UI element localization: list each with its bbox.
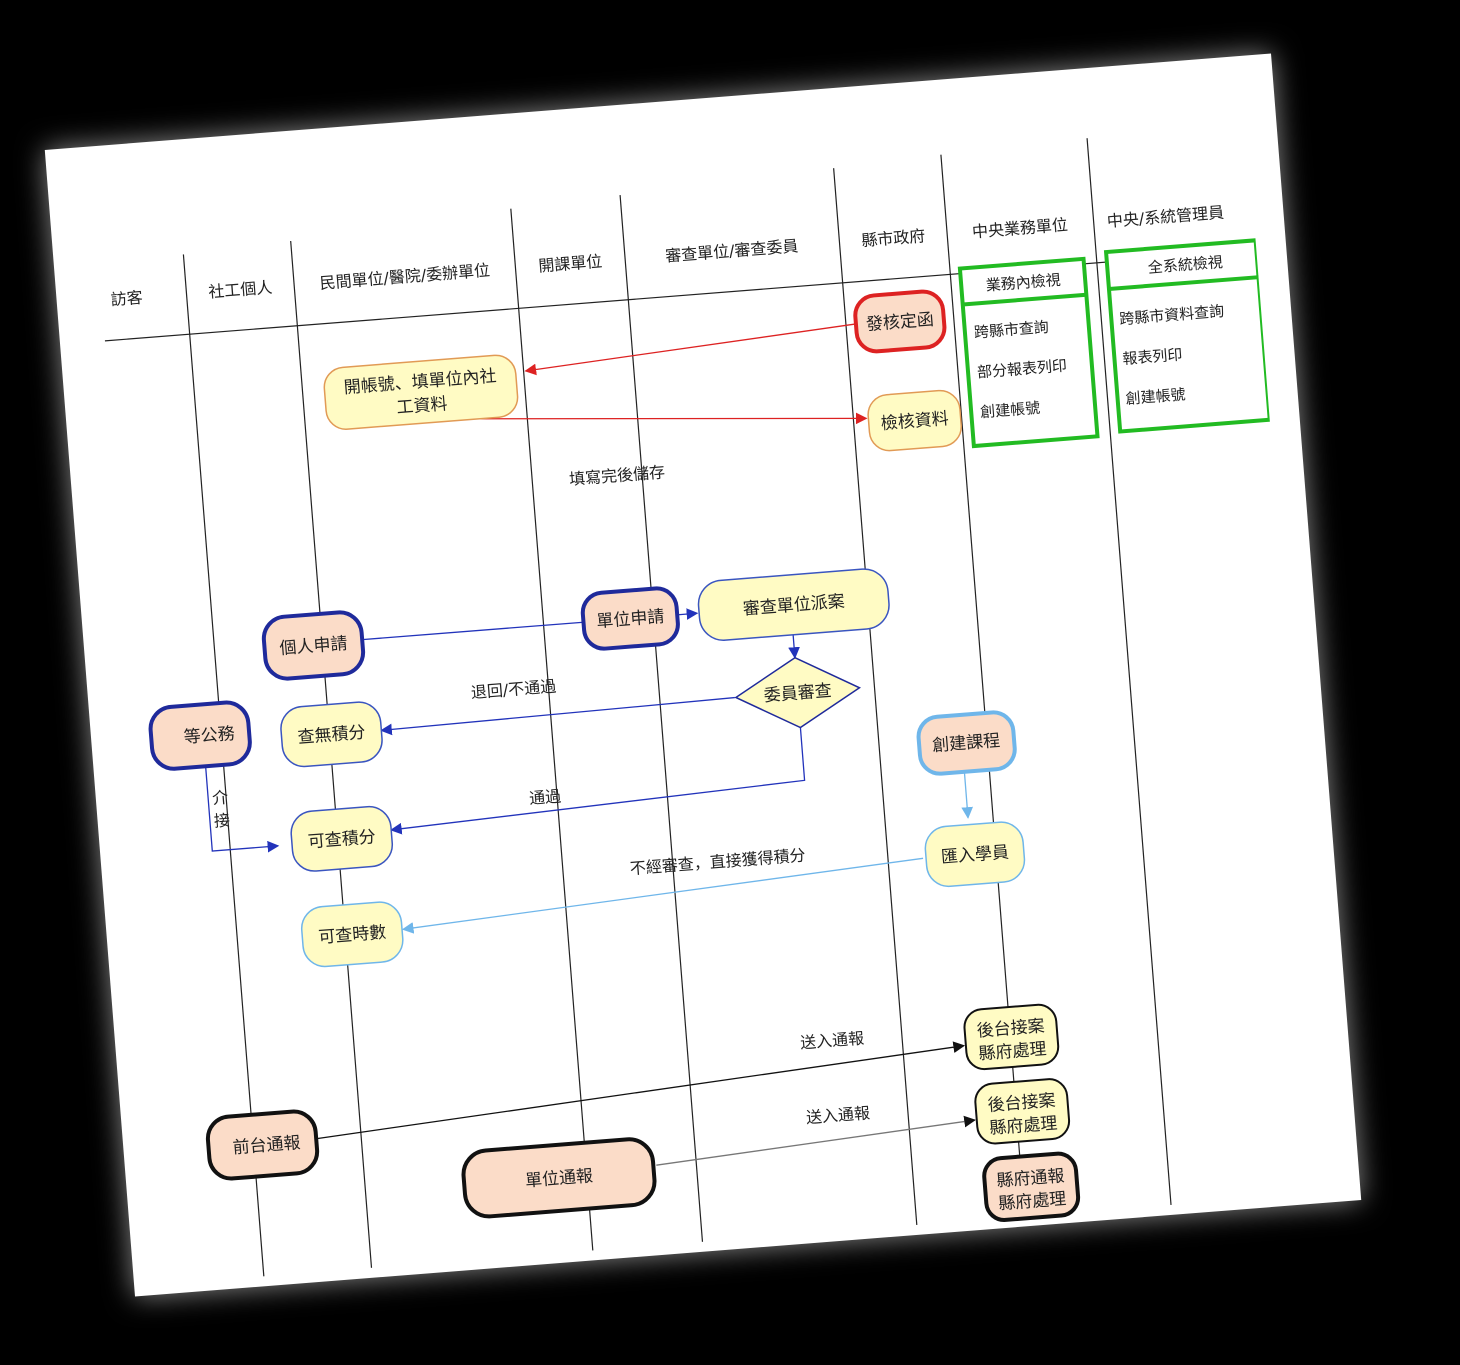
node-official-duty-label: 等公務 xyxy=(183,724,235,748)
node-front-report: 前台通報 xyxy=(205,1109,320,1181)
node-import-students: 匯入學員 xyxy=(924,821,1026,888)
node-hours-available: 可查時數 xyxy=(300,901,404,968)
central-business-item: 創建帳號 xyxy=(980,399,1041,422)
arrow-import-to-hours xyxy=(401,857,924,934)
arrow-personal-to-unit xyxy=(362,621,584,641)
label-passed: 通過 xyxy=(528,787,561,808)
label-intro: 介 xyxy=(211,788,228,808)
node-open-account-label-2: 工資料 xyxy=(396,394,448,418)
node-unit-apply: 單位申請 xyxy=(580,586,680,651)
node-create-course: 創建課程 xyxy=(916,710,1017,776)
label-send-report: 送入通報 xyxy=(799,1029,864,1053)
central-business-box: 業務內檢視 跨縣市查詢 部分報表列印 創建帳號 xyxy=(957,256,1100,449)
arrow-letter-to-account xyxy=(524,323,857,376)
node-unit-report: 單位通報 xyxy=(461,1137,657,1219)
node-backend-case-b: 後台接案 縣府處理 xyxy=(974,1078,1071,1145)
node-send-letter: 發核定函 xyxy=(853,289,947,354)
lane-header-review-unit: 審查單位/審查委員 xyxy=(665,236,799,265)
label-save-after-fill: 填寫完後儲存 xyxy=(568,462,665,488)
label-direct-points: 不經審查，直接獲得積分 xyxy=(629,846,806,879)
node-verify-data: 檢核資料 xyxy=(867,389,962,452)
node-review-dispatch: 審查單位派案 xyxy=(697,568,890,641)
lane-header-central-admin: 中央/系統管理員 xyxy=(1106,203,1225,231)
swimlane-diagram: 訪客 社工個人 民間單位/醫院/委辦單位 開課單位 審查單位/審查委員 縣市政府… xyxy=(104,138,1272,1277)
central-business-title: 業務內檢視 xyxy=(985,271,1061,295)
central-admin-item: 創建帳號 xyxy=(1125,385,1186,408)
arrow-course-to-import xyxy=(961,771,974,819)
arrow-unit-to-dispatch xyxy=(678,608,699,620)
lane-header-county-gov: 縣市政府 xyxy=(861,226,926,250)
arrow-unit-report-to-county xyxy=(656,1115,976,1166)
node-backend-case-a: 後台接案 縣府處理 xyxy=(963,1003,1060,1071)
lane-header-social-worker: 社工個人 xyxy=(208,278,273,302)
label-intro-2: 接 xyxy=(213,811,230,831)
central-business-item: 跨縣市查詢 xyxy=(973,318,1049,342)
node-points-available: 可查積分 xyxy=(290,805,394,872)
node-personal-apply: 個人申請 xyxy=(261,610,366,681)
arrow-review-to-points xyxy=(390,727,806,835)
node-no-points: 查無積分 xyxy=(280,701,383,768)
arrow-duty-to-points xyxy=(204,765,280,853)
central-admin-box: 全系統檢視 跨縣市資料查詢 報表列印 創建帳號 xyxy=(1103,238,1272,434)
flowchart-sheet: 訪客 社工個人 民間單位/醫院/委辦單位 開課單位 審查單位/審查委員 縣市政府… xyxy=(44,53,1362,1297)
arrow-front-report-to-county xyxy=(315,1041,966,1140)
label-send-report-2: 送入通報 xyxy=(805,1103,870,1127)
node-committee-review: 委員審查 xyxy=(734,656,862,729)
lane-header-visitor: 訪客 xyxy=(110,288,143,309)
lane-header-central-business: 中央業務單位 xyxy=(971,215,1068,241)
connectors xyxy=(204,323,976,1166)
label-returned-failed: 退回/不通過 xyxy=(470,677,557,703)
node-county-report: 縣府通報 縣府處理 xyxy=(982,1151,1081,1222)
central-admin-item: 報表列印 xyxy=(1122,345,1183,368)
node-open-account: 開帳號、填單位內社 工資料 xyxy=(323,354,519,430)
lane-header-course-unit: 開課單位 xyxy=(538,252,603,276)
central-admin-title: 全系統檢視 xyxy=(1147,253,1223,277)
arrow-review-to-no-points xyxy=(380,696,735,736)
lane-header-private-unit: 民間單位/醫院/委辦單位 xyxy=(319,260,491,292)
node-official-duty: 等公務 xyxy=(148,700,252,771)
arrow-account-to-verify xyxy=(427,412,868,425)
